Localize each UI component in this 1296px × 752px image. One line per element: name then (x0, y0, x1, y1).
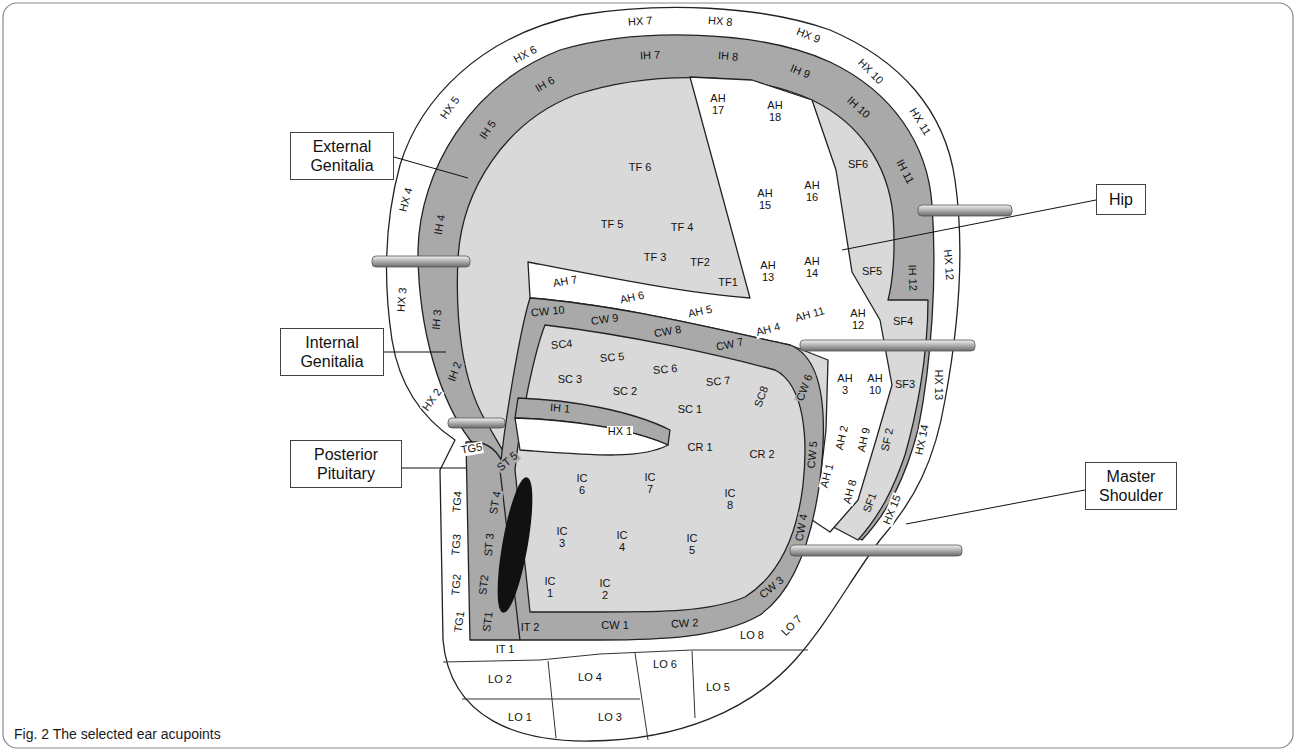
region-code: SC 3 (557, 374, 583, 386)
region-code: CW 1 (600, 620, 630, 632)
region-code: IC 6 (576, 473, 589, 496)
lobe-dividers (443, 650, 808, 740)
region-code: IC 4 (616, 530, 629, 553)
region-code: LO 3 (597, 712, 623, 724)
region-code: AH 14 (803, 256, 820, 279)
region-code: SC 1 (677, 404, 703, 416)
figure-caption: Fig. 2 The selected ear acupoints (14, 726, 221, 742)
region-code: SF3 (894, 379, 916, 391)
region-code: SF6 (847, 159, 869, 171)
region-code: SF4 (892, 316, 914, 328)
needle (790, 545, 962, 556)
region-code: LO 5 (705, 682, 731, 694)
region-code: IC 5 (686, 533, 699, 556)
lobe-divider (692, 651, 695, 718)
region-code: HX 12 (941, 248, 955, 281)
figure-frame (3, 3, 1293, 748)
region-code: AH 10 (866, 373, 883, 396)
region-code: IC 2 (599, 578, 612, 601)
region-code: LO 2 (487, 674, 513, 686)
callout-box: Hip (1096, 184, 1146, 215)
region-code: IH 8 (716, 50, 739, 63)
region-code: IC 3 (556, 526, 569, 549)
lobe-divider (635, 653, 648, 740)
needle (448, 418, 505, 428)
region-code: LO 6 (652, 659, 678, 671)
region-code: IH 3 (430, 308, 443, 331)
region-code: AH 3 (836, 373, 853, 396)
helix-crus (515, 418, 668, 455)
callout-box: Master Shoulder (1085, 462, 1177, 510)
region-code: IC 7 (644, 472, 657, 495)
region-code: SF5 (861, 266, 883, 278)
region-code: IC 8 (724, 488, 737, 511)
region-code: CW 2 (670, 617, 700, 630)
region-code: CR 1 (686, 442, 713, 454)
ear-outline (387, 7, 960, 741)
leader-line (842, 200, 1096, 250)
region-code: AH 16 (803, 180, 820, 203)
concha-floor (515, 325, 805, 612)
region-code: CR 2 (748, 449, 775, 461)
region-code: IH 7 (639, 50, 662, 63)
region-code: TF2 (689, 257, 711, 269)
region-code: IT 2 (520, 622, 541, 634)
region-code: AH 18 (766, 100, 783, 123)
region-code: LO 8 (739, 630, 765, 642)
concha-wall (500, 298, 823, 640)
ear-regions (387, 7, 960, 741)
callout-label: Master Shoulder (1094, 467, 1168, 505)
region-code: TF 4 (670, 222, 695, 234)
leader-line (384, 352, 446, 353)
region-code: IH 1 (548, 402, 571, 415)
callout-box: Posterior Pituitary (290, 440, 402, 488)
region-code: IH 12 (906, 264, 919, 293)
needle (800, 340, 975, 351)
leader-line (402, 468, 466, 469)
needles (372, 205, 1012, 556)
region-code: TF 3 (643, 252, 668, 264)
region-code: AH 13 (759, 260, 776, 283)
region-code: TF1 (717, 277, 739, 289)
region-code: TF 6 (628, 162, 653, 174)
region-code: IT 1 (495, 644, 516, 656)
region-code: HX 3 (395, 286, 409, 313)
needle (372, 256, 470, 267)
callout-box: External Genitalia (290, 132, 394, 180)
callout-label: External Genitalia (299, 137, 385, 175)
leader-line (906, 490, 1085, 524)
needle (918, 205, 1012, 216)
region-code: TF 5 (600, 219, 625, 231)
region-code: AH 17 (709, 93, 726, 116)
region-code: HX 13 (932, 369, 944, 402)
region-code: AH 12 (849, 308, 866, 331)
region-code: HX 7 (626, 15, 653, 28)
callout-label: Hip (1109, 190, 1133, 209)
leader-line (394, 157, 468, 178)
region-code: HX 1 (607, 426, 633, 438)
leader-lines (384, 157, 1096, 524)
region-code: IC 1 (544, 576, 557, 599)
region-code: SC4 (550, 338, 574, 352)
region-code: LO 1 (507, 712, 533, 724)
lobe-divider (462, 699, 640, 700)
region-code: SC 2 (612, 386, 638, 398)
callout-box: Internal Genitalia (280, 328, 384, 376)
region-code: AH 15 (756, 188, 773, 211)
region-code: LO 4 (577, 672, 603, 684)
callout-label: Posterior Pituitary (299, 445, 393, 483)
callout-label: Internal Genitalia (289, 333, 375, 371)
region-code: ST2 (477, 573, 491, 596)
